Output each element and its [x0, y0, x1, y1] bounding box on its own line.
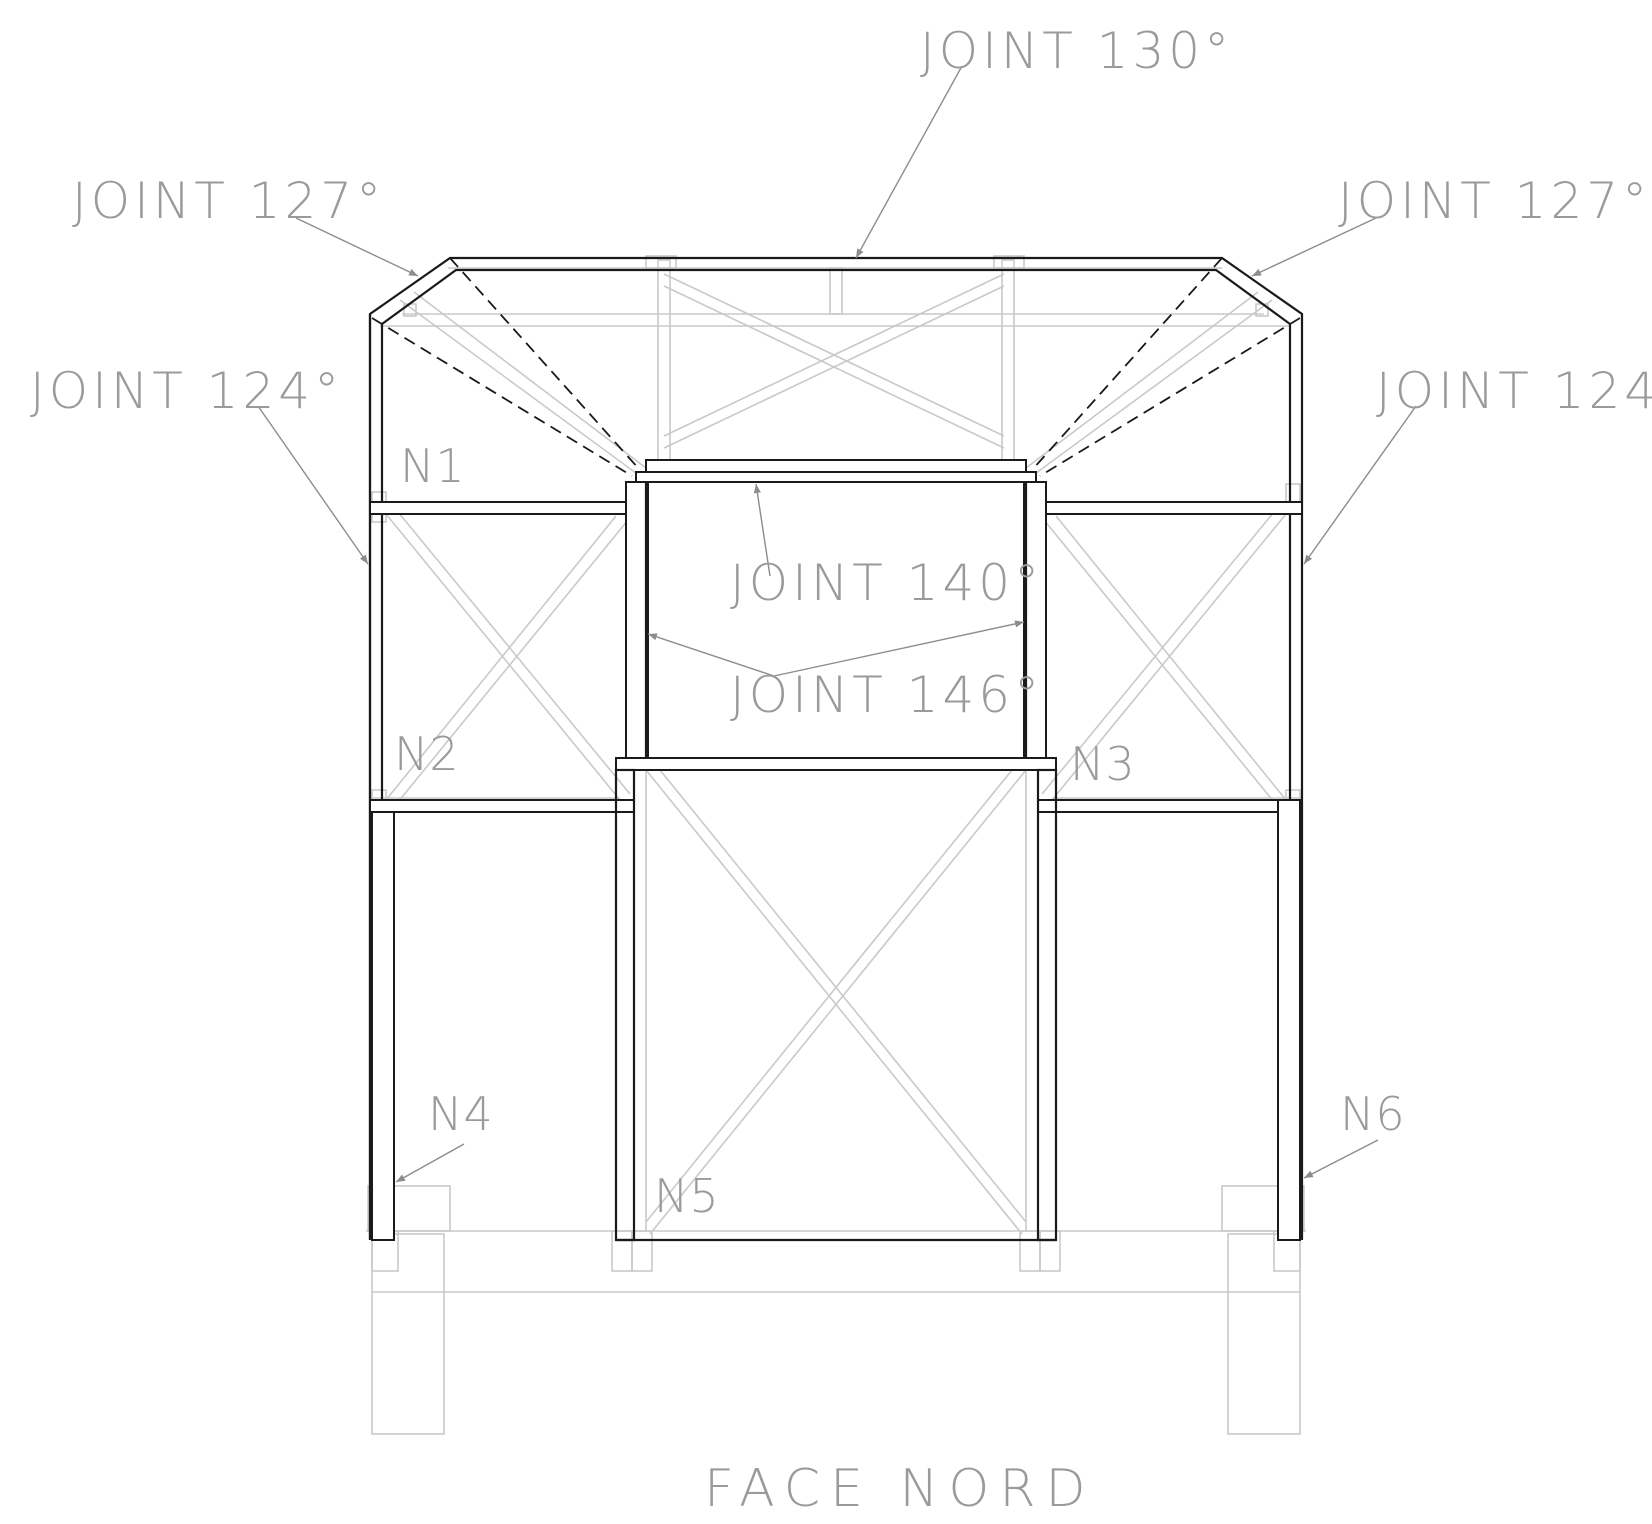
left-brace-4 — [397, 519, 629, 803]
label-n2: N2 — [394, 727, 460, 781]
hip-dash-3 — [1031, 257, 1223, 471]
base-pad-left — [367, 1185, 451, 1232]
leader-n4 — [395, 1143, 465, 1183]
label-n5: N5 — [654, 1169, 720, 1223]
beam-n2-left — [369, 799, 635, 813]
label-joint-127-right: JOINT 127° — [1338, 172, 1651, 230]
right-brace-3 — [1055, 515, 1287, 801]
footing-left — [371, 1233, 445, 1435]
label-joint-127-left: JOINT 127° — [72, 172, 385, 230]
post-foot-3 — [631, 1230, 653, 1272]
roof-outline-outer — [368, 256, 1304, 1240]
label-joint-124-right: JOINT 124° — [1376, 362, 1652, 420]
label-joint-124-left: JOINT 124° — [30, 362, 343, 420]
annotation-labels: JOINT 130° JOINT 127° JOINT 127° JOINT 1… — [30, 22, 1652, 1519]
tower-top-cap-inner — [635, 471, 1037, 483]
label-joint-146: JOINT 146° — [730, 666, 1043, 724]
right-lower-column — [1277, 799, 1301, 1241]
hip-dash-1 — [449, 257, 641, 471]
annotation-leaders — [257, 65, 1417, 1183]
hip-dash-2 — [371, 317, 633, 477]
label-n3: N3 — [1070, 737, 1136, 791]
roof-post-right — [1001, 259, 1015, 471]
label-joint-140: JOINT 140° — [730, 554, 1043, 612]
roof-brace-b1 — [663, 273, 1005, 437]
label-n1: N1 — [400, 439, 466, 493]
tower-right-post-lower — [1036, 768, 1058, 1242]
beam-n1-left — [369, 501, 637, 515]
roof-outline-inner — [380, 268, 1292, 1240]
left-brace-3 — [385, 515, 617, 801]
left-lower-column — [371, 799, 395, 1241]
right-brace-4 — [1043, 519, 1275, 803]
left-brace-1 — [385, 513, 621, 801]
slope-left-b — [413, 291, 647, 469]
footing-right — [1227, 1233, 1301, 1435]
beam-n3-right — [1037, 799, 1303, 813]
roof-brace-b2 — [663, 285, 1005, 449]
left-brace-2 — [397, 511, 631, 795]
main-structure — [368, 256, 1304, 1242]
label-n4: N4 — [428, 1087, 494, 1141]
roof-post-left — [657, 259, 671, 471]
center-brace-1 — [645, 769, 1023, 1235]
center-brace-4 — [645, 769, 1013, 1223]
beam-n1-right — [1035, 501, 1303, 515]
slope-right-a — [1031, 299, 1273, 477]
drawing-title: FACE NORD — [704, 1459, 1096, 1519]
background-structure — [366, 255, 1306, 1435]
label-n6: N6 — [1340, 1087, 1406, 1141]
right-brace-2 — [1041, 511, 1275, 795]
post-foot-5 — [1039, 1230, 1061, 1272]
leader-joint-146-right — [773, 620, 1025, 677]
leader-joint-140 — [753, 483, 771, 577]
leader-joint-124-right — [1303, 405, 1417, 565]
label-joint-130: JOINT 130° — [920, 22, 1233, 80]
roof-post-center — [829, 267, 843, 315]
leader-joint-146-left — [647, 633, 775, 677]
right-brace-1 — [1051, 513, 1287, 801]
leader-joint-127-left — [295, 217, 419, 277]
leader-joint-124-left — [257, 405, 369, 565]
tower-left-post-upper — [625, 481, 649, 761]
center-brace-3 — [649, 769, 1027, 1235]
base-pad-right — [1221, 1185, 1305, 1232]
roof-cleat-left — [645, 255, 677, 269]
leader-joint-130 — [855, 65, 963, 259]
leader-n6 — [1303, 1139, 1379, 1179]
roof-cleat-right — [993, 255, 1025, 269]
tower-mid-beam — [615, 757, 1057, 771]
tower-left-post-lower — [614, 768, 636, 1242]
tower-top-cap-outer — [645, 459, 1027, 473]
slope-right-b — [1025, 291, 1259, 469]
slope-left-a — [399, 299, 641, 477]
hip-dash-4 — [1039, 317, 1301, 477]
leader-joint-127-right — [1251, 217, 1377, 277]
